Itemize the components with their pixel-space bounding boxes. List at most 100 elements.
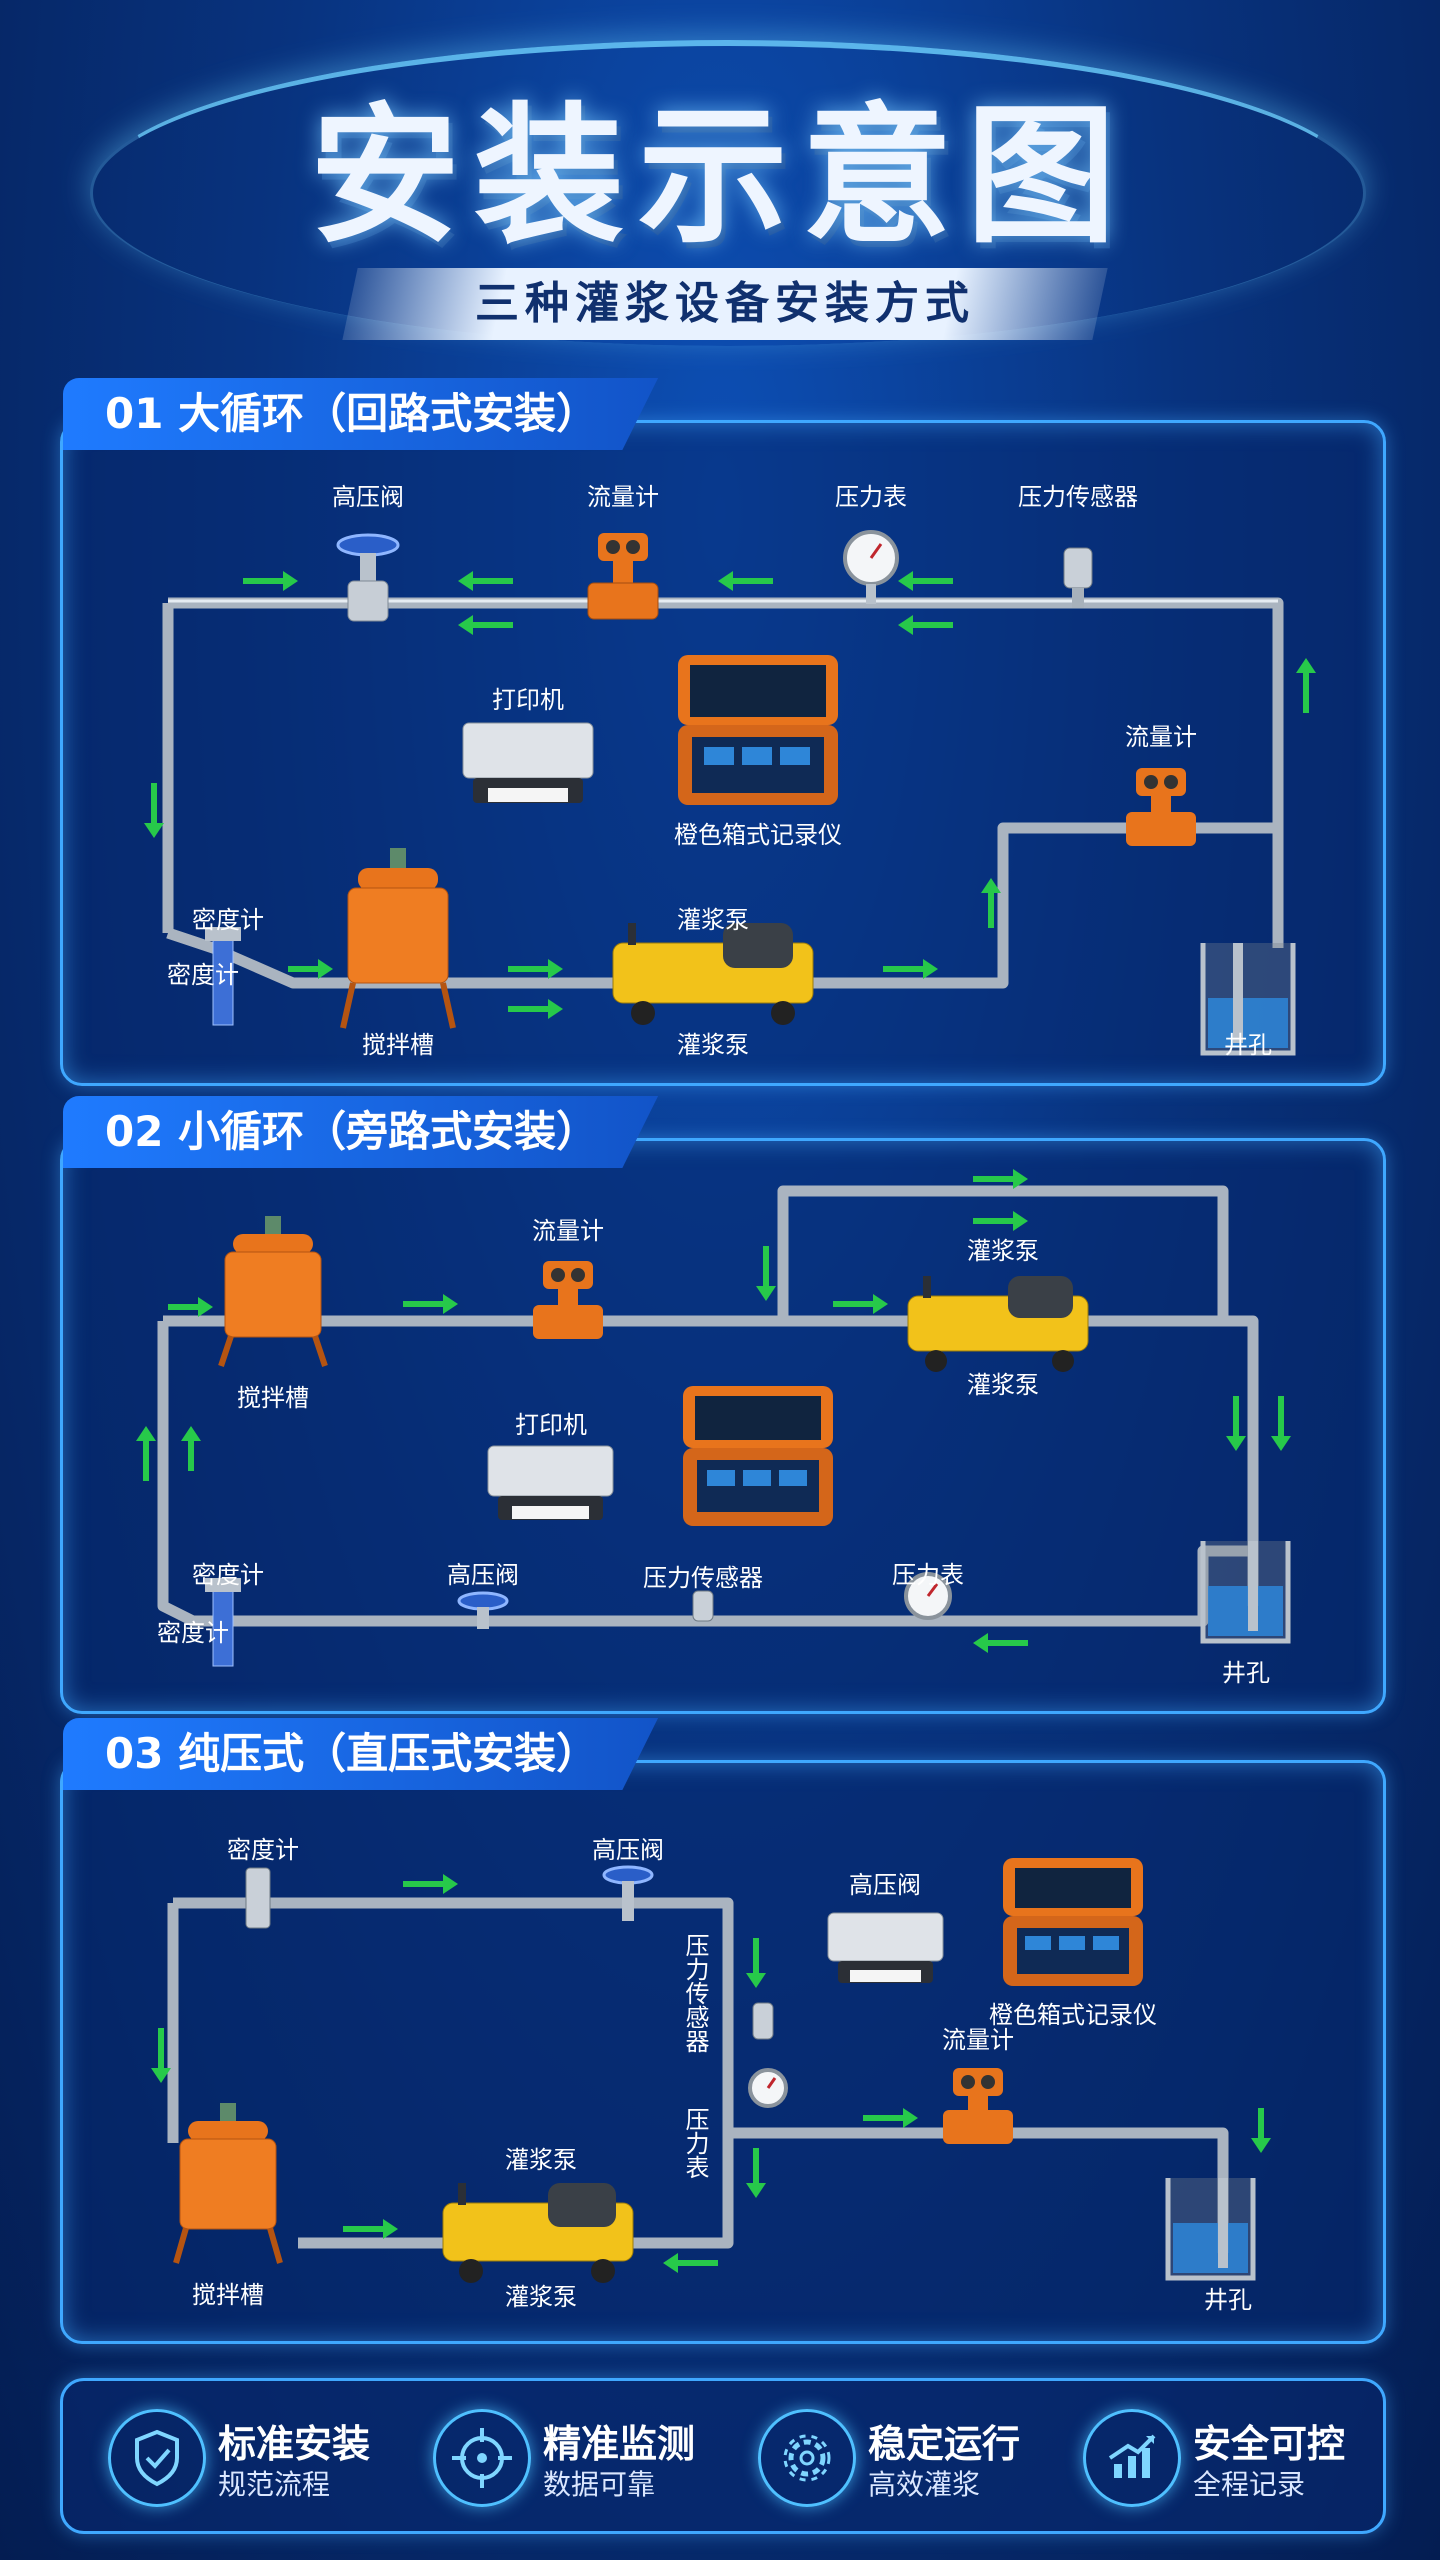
- pipe-main: [163, 1315, 1259, 1606]
- panel-small-cycle: 02 小循环（旁路式安装）: [60, 1096, 1386, 1714]
- orange-case-recorder: [683, 1386, 833, 1526]
- flow-arrow: [898, 615, 953, 635]
- label-valve: 高压阀: [332, 483, 404, 511]
- flow-arrows-panel-3: [151, 1874, 1271, 2273]
- flowmeter: [533, 1261, 603, 1339]
- printer: [487, 1445, 614, 1520]
- printer: [827, 1912, 944, 1983]
- label-gauge: 压力表: [892, 1561, 964, 1589]
- grouting-pump: [907, 1276, 1089, 1372]
- panel-big-cycle: 01 大循环（回路式安装）: [60, 378, 1386, 1086]
- vertical-pressure-gauge: [748, 2068, 788, 2108]
- panel-direct-pressure: 03 纯压式（直压式安装） 密度计: [60, 1718, 1386, 2344]
- flow-arrow: [458, 615, 513, 635]
- gear-icon: [758, 2409, 856, 2507]
- flow-arrow: [833, 1294, 888, 1314]
- flow-arrow: [243, 571, 298, 591]
- mixing-tank: [218, 1216, 328, 1367]
- flowmeter-right: [1126, 768, 1196, 846]
- flow-arrows-panel-2: [136, 1169, 1291, 1653]
- feature-safe-control: 安全可控 全程记录: [1083, 2399, 1403, 2513]
- flow-arrow: [403, 1874, 458, 1894]
- high-pressure-valve: [602, 1865, 654, 1921]
- decorative-arc: [90, 40, 1366, 346]
- well-hole: [1200, 1541, 1291, 1644]
- pressure-sensor: [692, 1590, 714, 1622]
- pipe-to-well: [728, 2127, 1229, 2253]
- label-pump-top: 灌浆泵: [677, 906, 749, 934]
- flow-arrow: [144, 783, 164, 838]
- flow-arrow: [151, 2028, 171, 2083]
- flow-arrow: [1296, 658, 1316, 713]
- label-flowmeter: 流量计: [942, 2026, 1014, 2054]
- label-density: 密度计: [192, 906, 264, 934]
- flow-arrow: [181, 1426, 201, 1471]
- label-tank: 搅拌槽: [237, 1384, 309, 1412]
- high-pressure-valve: [336, 533, 400, 622]
- flow-arrow: [343, 2219, 398, 2239]
- label-tank: 搅拌槽: [362, 1031, 434, 1059]
- label-printer: 打印机: [492, 686, 564, 714]
- label-density: 密度计: [192, 1561, 264, 1589]
- flow-arrow: [1271, 1396, 1291, 1451]
- pipe-bypass: [777, 1185, 1229, 1321]
- panel-3-title: 03 纯压式（直压式安装）: [63, 1718, 659, 1790]
- grouting-pump: [442, 2183, 634, 2283]
- label-density: 密度计: [227, 1836, 299, 1864]
- feature-sub: 高效灌浆: [868, 2468, 981, 2501]
- feature-sub: 全程记录: [1193, 2468, 1306, 2501]
- feature-title: 标准安装: [218, 2422, 371, 2466]
- feature-title: 稳定运行: [868, 2422, 1021, 2466]
- pressure-gauge: [843, 530, 899, 604]
- crosshair-icon: [433, 2409, 531, 2507]
- label-flowmeter: 流量计: [532, 1217, 604, 1245]
- flow-arrow: [973, 1211, 1028, 1231]
- flowmeter: [943, 2068, 1013, 2144]
- feature-stable-operation: 稳定运行 高效灌浆: [758, 2399, 1078, 2513]
- label-pump-bottom: 灌浆泵: [967, 1371, 1039, 1399]
- grouting-pump: [612, 923, 814, 1025]
- flow-arrow: [898, 571, 953, 591]
- label-density-side: 密度计: [157, 1619, 229, 1647]
- feature-sub: 规范流程: [218, 2468, 331, 2501]
- shield-check-icon: [108, 2409, 206, 2507]
- mixing-tank: [173, 2103, 283, 2264]
- flow-arrow: [403, 1294, 458, 1314]
- feature-footer: 标准安装 规范流程 精准监测 数据可靠 稳定运行 高效灌浆 安全可控 全程记录: [60, 2378, 1386, 2534]
- printer: [462, 722, 594, 803]
- panel-2-title: 02 小循环（旁路式安装）: [63, 1096, 659, 1168]
- flow-arrow: [508, 959, 563, 979]
- label-well: 井孔: [1222, 1659, 1270, 1687]
- pressure-gauge: [904, 1572, 952, 1620]
- panel-1-title: 01 大循环（回路式安装）: [63, 378, 659, 450]
- flow-arrow: [168, 1297, 213, 1317]
- well-hole: [1200, 943, 1296, 1056]
- label-well: 井孔: [1224, 1031, 1272, 1059]
- flow-arrow: [883, 959, 938, 979]
- flow-arrow: [973, 1633, 1028, 1653]
- feature-precise-monitor: 精准监测 数据可靠: [433, 2399, 753, 2513]
- label-pump-top: 灌浆泵: [505, 2146, 577, 2174]
- page-subtitle: 三种灌浆设备安装方式: [342, 268, 1108, 340]
- flowmeter: [587, 533, 659, 620]
- label-printer: 打印机: [515, 1411, 587, 1439]
- flow-arrow: [663, 2253, 718, 2273]
- label-printer-valve: 高压阀: [849, 1871, 921, 1899]
- label-recorder: 橙色箱式记录仪: [674, 821, 842, 849]
- flow-arrow: [756, 1246, 776, 1301]
- panel-3-diagram: 密度计 高压阀 压力传感器 压力表 高压阀: [151, 1836, 1271, 2314]
- label-recorder: 橙色箱式记录仪: [989, 2001, 1157, 2029]
- label-density-side: 密度计: [167, 961, 239, 989]
- flow-arrow: [746, 2148, 766, 2198]
- panel-1-diagram: 高压阀 流量计 压力表 压力传感器: [144, 483, 1316, 1059]
- flow-arrow: [136, 1426, 156, 1481]
- pressure-sensor: [1063, 547, 1093, 608]
- orange-case-recorder: [1003, 1858, 1143, 1986]
- panel-2-diagram: 搅拌槽 流量计 灌浆泵 灌浆泵: [136, 1169, 1291, 1687]
- flow-arrow: [863, 2108, 918, 2128]
- flow-arrows-panel-1: [144, 571, 1316, 1019]
- flow-arrow: [718, 571, 773, 591]
- label-pump-bottom: 灌浆泵: [505, 2283, 577, 2311]
- label-valve: 高压阀: [447, 1561, 519, 1589]
